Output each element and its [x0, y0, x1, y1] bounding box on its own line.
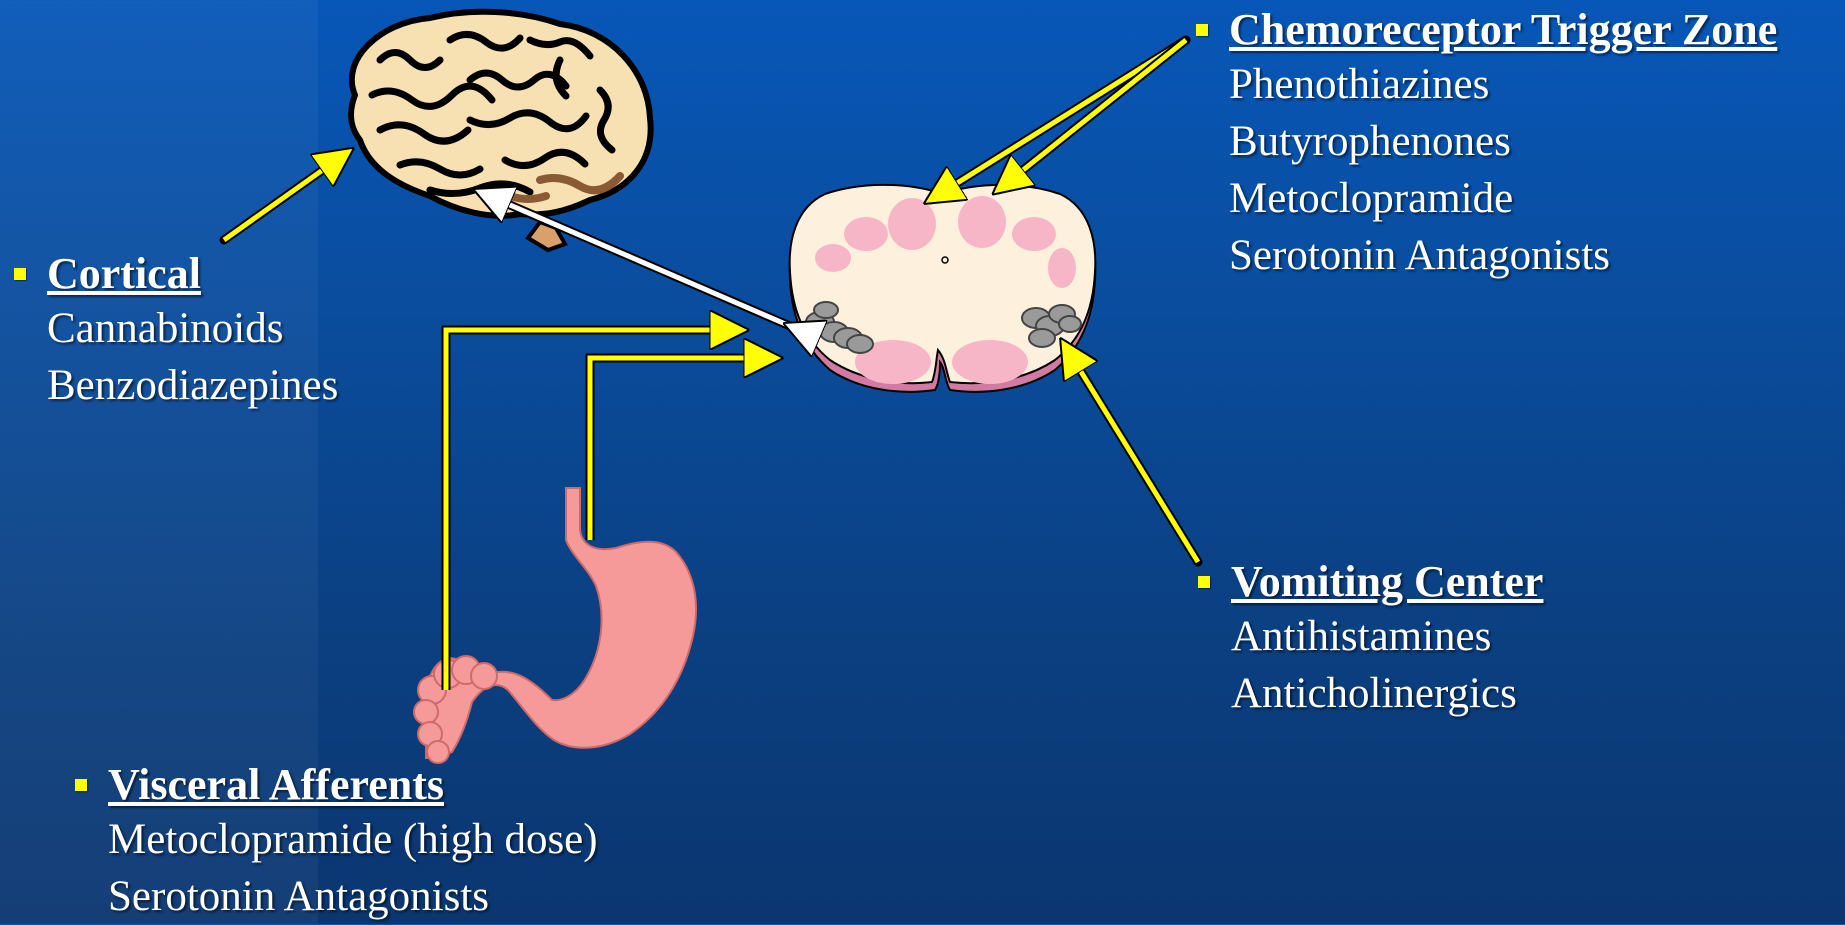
visceral-item: Metoclopramide (high dose) [108, 811, 598, 868]
visceral-title: Visceral Afferents [108, 759, 598, 811]
ctz-arrow-2 [998, 40, 1186, 190]
ctz-title: Chemoreceptor Trigger Zone [1229, 4, 1777, 56]
ctz-arrow-1 [930, 40, 1186, 200]
cortical-bullet [14, 268, 26, 280]
vomiting-center-item: Antihistamines [1231, 608, 1543, 665]
brainstem-to-brain-arrow [480, 192, 790, 326]
cortical-item: Cannabinoids [47, 300, 338, 357]
brainstem-cross-section [790, 185, 1096, 392]
ctz-item: Butyrophenones [1229, 113, 1777, 170]
brain-illustration [351, 12, 651, 250]
vomiting-center-arrow [1064, 344, 1198, 562]
visceral-block: Visceral Afferents Metoclopramide (high … [108, 759, 598, 925]
cortical-block: Cortical Cannabinoids Benzodiazepines [47, 248, 338, 414]
vomiting-center-block: Vomiting Center Antihistamines Anticholi… [1231, 556, 1543, 722]
ctz-item: Phenothiazines [1229, 56, 1777, 113]
vomiting-center-item: Anticholinergics [1231, 665, 1543, 722]
visceral-bullet [75, 779, 87, 791]
ctz-block: Chemoreceptor Trigger Zone Phenothiazine… [1229, 4, 1777, 284]
ctz-bullet [1196, 24, 1208, 36]
cortical-item: Benzodiazepines [47, 357, 338, 414]
visceral-item: Serotonin Antagonists [108, 868, 598, 925]
stomach-illustration [414, 488, 696, 763]
ctz-item: Metoclopramide [1229, 170, 1777, 227]
vomiting-center-bullet [1198, 576, 1210, 588]
cortical-arrow [224, 152, 348, 240]
visceral-arrow-2 [590, 358, 776, 540]
cortical-title: Cortical [47, 248, 338, 300]
vomiting-center-title: Vomiting Center [1231, 556, 1543, 608]
ctz-item: Serotonin Antagonists [1229, 227, 1777, 284]
